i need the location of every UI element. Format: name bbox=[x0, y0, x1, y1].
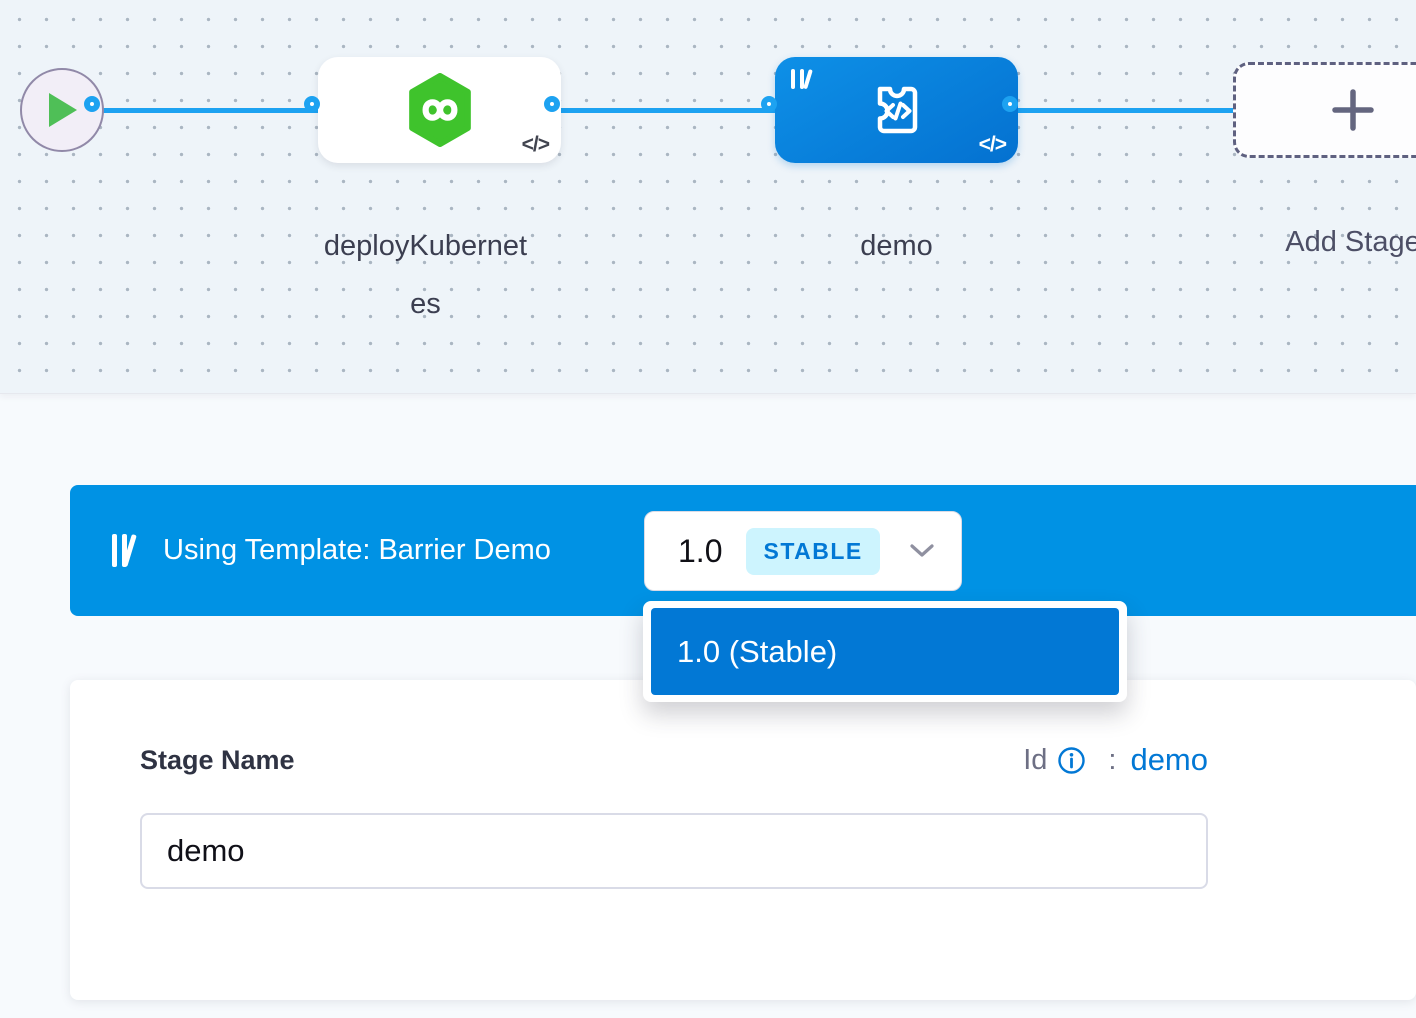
stage-id-value[interactable]: demo bbox=[1130, 742, 1208, 778]
stage-overview-panel: Stage Name Id : demo bbox=[70, 680, 1416, 1000]
id-label: Id bbox=[1023, 744, 1047, 777]
yaml-code-icon[interactable]: </> bbox=[979, 133, 1006, 157]
template-version-select[interactable]: 1.0 STABLE bbox=[644, 511, 962, 591]
version-number: 1.0 bbox=[678, 533, 722, 570]
stage-node-demo[interactable]: </> bbox=[775, 57, 1018, 163]
port-demo-in[interactable] bbox=[761, 96, 777, 112]
pipeline-canvas[interactable]: </> </> deployKubernetes demo Add Stage bbox=[0, 0, 1416, 394]
port-deploy-in[interactable] bbox=[304, 96, 320, 112]
add-stage-label[interactable]: Add Stage bbox=[1233, 213, 1416, 271]
plus-icon bbox=[1329, 86, 1377, 134]
add-stage-button[interactable] bbox=[1233, 62, 1416, 158]
stage-name-label: Stage Name bbox=[140, 745, 295, 776]
play-icon bbox=[45, 91, 79, 129]
template-library-icon bbox=[112, 534, 137, 567]
chevron-down-icon bbox=[906, 541, 938, 561]
yaml-code-icon[interactable]: </> bbox=[522, 133, 549, 157]
id-colon: : bbox=[1108, 744, 1116, 777]
stage-id-row: Id : demo bbox=[1023, 742, 1208, 778]
port-deploy-out[interactable] bbox=[544, 96, 560, 112]
port-demo-out[interactable] bbox=[1002, 96, 1018, 112]
version-dropdown-option[interactable]: 1.0 (Stable) bbox=[651, 608, 1119, 695]
stage-node-deploykubernetes[interactable]: </> bbox=[318, 57, 561, 163]
stage-label-deploykubernetes[interactable]: deployKubernetes bbox=[318, 217, 533, 333]
using-template-text: Using Template: Barrier Demo bbox=[163, 534, 551, 567]
edge-start-deploy bbox=[98, 108, 318, 113]
stage-name-input[interactable] bbox=[140, 813, 1208, 889]
port-start-out[interactable] bbox=[84, 96, 100, 112]
info-icon[interactable] bbox=[1057, 746, 1086, 775]
stable-badge: STABLE bbox=[746, 528, 879, 575]
edge-demo-add bbox=[1016, 108, 1236, 113]
edge-deploy-demo bbox=[558, 108, 775, 113]
stage-label-demo[interactable]: demo bbox=[775, 217, 1018, 275]
deploy-hexagon-icon bbox=[407, 73, 473, 147]
template-library-icon bbox=[791, 69, 813, 89]
custom-stage-icon bbox=[867, 80, 927, 140]
version-dropdown-menu: 1.0 (Stable) bbox=[643, 601, 1127, 702]
using-template-banner: Using Template: Barrier Demo 1.0 STABLE bbox=[70, 485, 1416, 616]
